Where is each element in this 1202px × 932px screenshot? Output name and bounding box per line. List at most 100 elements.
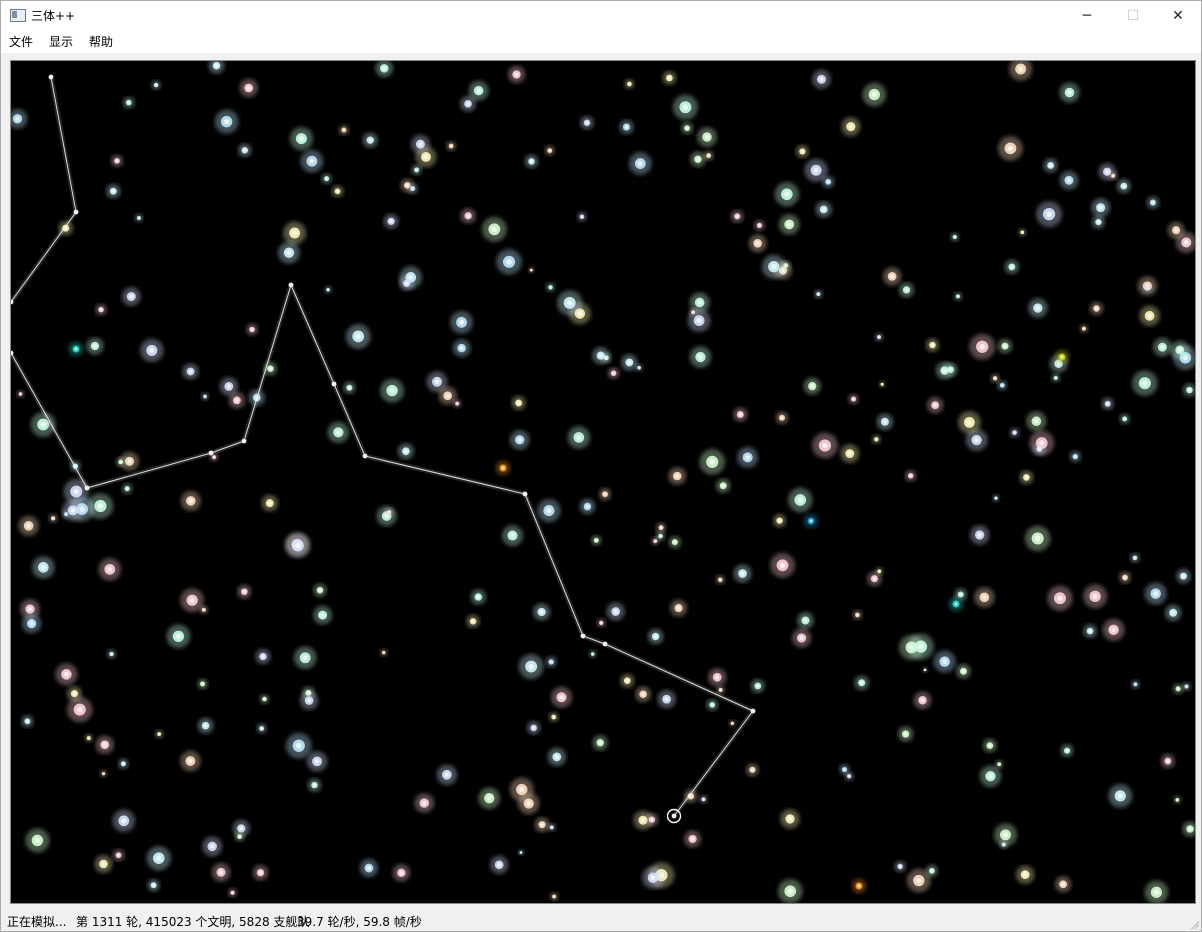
star[interactable]: [748, 234, 767, 253]
star[interactable]: [343, 381, 356, 395]
star[interactable]: [237, 143, 252, 158]
star[interactable]: [1043, 158, 1058, 173]
star[interactable]: [214, 109, 239, 134]
star[interactable]: [1108, 784, 1133, 808]
star[interactable]: [1176, 568, 1191, 584]
star[interactable]: [496, 249, 522, 275]
star[interactable]: [313, 605, 333, 625]
star[interactable]: [86, 337, 104, 355]
star[interactable]: [750, 678, 765, 694]
star[interactable]: [1059, 82, 1080, 103]
star[interactable]: [180, 490, 201, 511]
star[interactable]: [1132, 370, 1158, 396]
star[interactable]: [628, 152, 652, 175]
star[interactable]: [446, 140, 457, 151]
star[interactable]: [415, 146, 437, 168]
star[interactable]: [577, 211, 587, 222]
star[interactable]: [61, 509, 71, 519]
star[interactable]: [737, 446, 759, 468]
star[interactable]: [438, 386, 457, 406]
star[interactable]: [1059, 170, 1079, 190]
maximize-button[interactable]: ☐: [1110, 1, 1156, 31]
star[interactable]: [200, 392, 210, 401]
star[interactable]: [995, 760, 1004, 769]
star[interactable]: [958, 411, 981, 434]
route-waypoint[interactable]: [48, 74, 54, 80]
star[interactable]: [502, 525, 524, 547]
star[interactable]: [777, 878, 803, 903]
star[interactable]: [690, 151, 706, 168]
star[interactable]: [94, 854, 113, 874]
star[interactable]: [876, 413, 894, 431]
star[interactable]: [904, 469, 917, 482]
route-waypoint[interactable]: [331, 381, 337, 387]
star[interactable]: [1164, 604, 1182, 622]
star[interactable]: [324, 286, 332, 294]
star[interactable]: [994, 823, 1018, 847]
star[interactable]: [450, 310, 473, 334]
star[interactable]: [950, 232, 960, 242]
star[interactable]: [399, 275, 415, 291]
star[interactable]: [285, 732, 312, 759]
star[interactable]: [1146, 196, 1160, 209]
star[interactable]: [299, 691, 319, 710]
star[interactable]: [110, 154, 124, 168]
star[interactable]: [787, 487, 813, 513]
star[interactable]: [715, 478, 731, 494]
star[interactable]: [115, 457, 126, 467]
star[interactable]: [935, 361, 954, 380]
star[interactable]: [591, 535, 602, 546]
star[interactable]: [745, 763, 759, 777]
star[interactable]: [313, 583, 327, 598]
star[interactable]: [1108, 171, 1118, 181]
star-special[interactable]: [1054, 349, 1070, 365]
menu-help[interactable]: 帮助: [89, 35, 114, 49]
star[interactable]: [470, 589, 487, 605]
star[interactable]: [635, 363, 644, 372]
star[interactable]: [796, 612, 814, 629]
star[interactable]: [775, 411, 789, 425]
star[interactable]: [547, 823, 557, 832]
star[interactable]: [511, 395, 526, 411]
star[interactable]: [1130, 553, 1140, 563]
star[interactable]: [580, 115, 594, 130]
star[interactable]: [1060, 744, 1074, 758]
star[interactable]: [84, 733, 93, 743]
menu-file[interactable]: 文件: [9, 35, 34, 49]
star[interactable]: [841, 117, 861, 137]
star[interactable]: [118, 758, 129, 770]
star[interactable]: [840, 444, 860, 463]
star[interactable]: [813, 289, 823, 299]
resize-grip[interactable]: [1189, 919, 1199, 929]
star[interactable]: [331, 185, 344, 198]
star[interactable]: [134, 213, 144, 223]
star[interactable]: [524, 154, 539, 169]
star[interactable]: [1182, 383, 1195, 397]
star[interactable]: [621, 354, 638, 371]
star[interactable]: [16, 390, 25, 398]
star-special[interactable]: [803, 513, 819, 529]
star[interactable]: [953, 292, 963, 301]
star[interactable]: [87, 493, 114, 519]
route-waypoint[interactable]: [208, 450, 214, 456]
star[interactable]: [567, 426, 591, 449]
star[interactable]: [641, 866, 664, 889]
star[interactable]: [624, 79, 635, 90]
star[interactable]: [21, 613, 42, 634]
star[interactable]: [804, 158, 828, 182]
star[interactable]: [708, 668, 727, 687]
star[interactable]: [703, 150, 714, 161]
star[interactable]: [155, 729, 164, 739]
star[interactable]: [770, 552, 795, 578]
route-waypoint[interactable]: [671, 813, 677, 819]
star[interactable]: [25, 828, 50, 853]
star[interactable]: [761, 254, 786, 279]
star[interactable]: [1091, 215, 1106, 229]
star[interactable]: [55, 663, 78, 686]
star[interactable]: [452, 399, 462, 408]
star[interactable]: [490, 855, 509, 874]
star[interactable]: [1131, 679, 1140, 689]
route-waypoint[interactable]: [580, 633, 586, 639]
star[interactable]: [532, 603, 551, 621]
star[interactable]: [338, 124, 350, 136]
